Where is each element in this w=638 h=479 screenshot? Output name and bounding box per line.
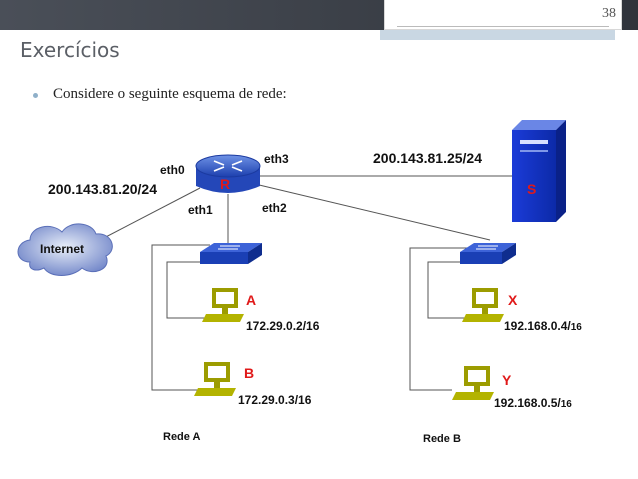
internet-cloud-icon: Internet <box>17 223 113 276</box>
switch-b-icon <box>460 243 516 264</box>
eth1-label: eth1 <box>188 203 213 217</box>
switch-a-icon <box>200 243 262 264</box>
host-b-computer-icon <box>194 362 236 396</box>
link-switch-a-host-b <box>151 244 210 391</box>
slide-number-box <box>384 0 622 30</box>
link-switch-b-host-y <box>409 247 470 391</box>
top-bar <box>0 0 638 30</box>
bullet-marker <box>33 93 38 98</box>
slide-number: 38 <box>602 6 616 21</box>
link-switch-a-host-a <box>166 261 210 319</box>
bullet-text: Considere o seguinte esquema de rede: <box>53 86 287 102</box>
eth2-label: eth2 <box>262 201 287 215</box>
router-icon <box>195 154 261 193</box>
host-a-computer-icon <box>202 288 244 322</box>
host-x-name: X <box>508 292 518 308</box>
slide-title: Exercícios <box>20 38 120 62</box>
host-a-name: A <box>246 292 256 308</box>
server-ip: 200.143.81.25/24 <box>373 150 482 166</box>
host-y-ip: 192.168.0.5/16 <box>494 396 572 410</box>
host-b-name: B <box>244 365 254 381</box>
eth3-label: eth3 <box>264 152 289 166</box>
host-y-computer-icon <box>452 366 494 400</box>
host-b-ip: 172.29.0.3/16 <box>238 393 312 407</box>
link-switch-b-host-x <box>427 261 470 319</box>
server-name: S <box>527 181 536 197</box>
host-y-name: Y <box>502 372 512 388</box>
link-router-switch-b <box>254 183 491 241</box>
internet-label: Internet <box>40 242 84 256</box>
rede-a-label: Rede A <box>163 431 201 443</box>
eth0-label: eth0 <box>160 163 185 177</box>
rede-b-label: Rede B <box>423 433 461 445</box>
host-a-ip: 172.29.0.2/16 <box>246 319 320 333</box>
router-name: R <box>220 176 230 192</box>
links <box>99 175 512 391</box>
host-x-computer-icon <box>462 288 504 322</box>
link-router-internet <box>99 187 201 241</box>
eth0-ip: 200.143.81.20/24 <box>48 181 157 197</box>
decor-strip <box>0 30 638 40</box>
server-icon <box>512 120 566 222</box>
host-x-ip: 192.168.0.4/16 <box>504 319 582 333</box>
